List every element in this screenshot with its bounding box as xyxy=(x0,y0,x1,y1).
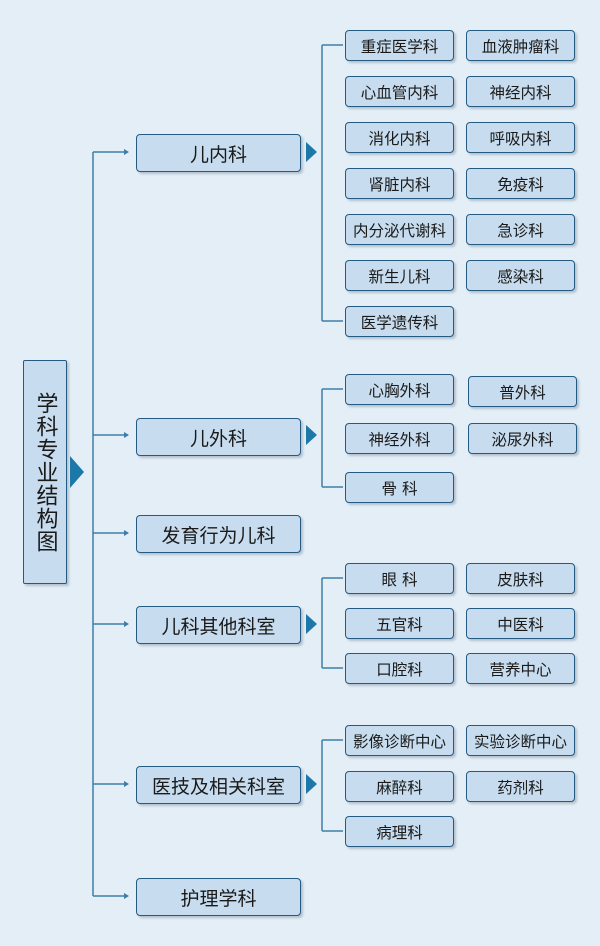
department-box: 血液肿瘤科 xyxy=(466,30,575,61)
department-box: 药剂科 xyxy=(466,771,575,802)
department-box: 皮肤科 xyxy=(466,563,575,594)
department-box: 眼 科 xyxy=(345,563,454,594)
category-nursing: 护理学科 xyxy=(136,878,301,916)
department-box: 急诊科 xyxy=(466,214,575,245)
department-box: 骨 科 xyxy=(345,472,454,503)
department-box: 重症医学科 xyxy=(345,30,454,61)
department-box: 病理科 xyxy=(345,816,454,847)
chart-title-box: 学科专业结构图 xyxy=(23,360,67,584)
department-box: 营养中心 xyxy=(466,653,575,684)
department-box: 中医科 xyxy=(466,608,575,639)
branch-arrow-icon xyxy=(306,614,317,634)
department-box: 普外科 xyxy=(468,376,577,407)
department-box: 感染科 xyxy=(466,260,575,291)
branch-arrow-icon xyxy=(306,142,317,162)
department-box: 心胸外科 xyxy=(345,374,454,405)
department-box: 免疫科 xyxy=(466,168,575,199)
category-pediatric-surgery: 儿外科 xyxy=(136,418,301,456)
department-box: 医学遗传科 xyxy=(345,306,454,337)
department-box: 肾脏内科 xyxy=(345,168,454,199)
department-box: 神经外科 xyxy=(345,423,454,454)
department-box: 麻醉科 xyxy=(345,771,454,802)
department-box: 新生儿科 xyxy=(345,260,454,291)
category-developmental-behavioral-pediatrics: 发育行为儿科 xyxy=(136,515,301,553)
department-box: 呼吸内科 xyxy=(466,122,575,153)
department-box: 口腔科 xyxy=(345,653,454,684)
department-box: 内分泌代谢科 xyxy=(345,214,454,245)
branch-arrow-icon xyxy=(306,774,317,794)
root-arrow-icon xyxy=(70,456,84,488)
category-pediatric-internal-medicine: 儿内科 xyxy=(136,134,301,172)
category-medical-technology: 医技及相关科室 xyxy=(136,766,301,804)
department-box: 实验诊断中心 xyxy=(466,725,575,756)
department-box: 心血管内科 xyxy=(345,76,454,107)
department-box: 影像诊断中心 xyxy=(345,725,454,756)
department-box: 神经内科 xyxy=(466,76,575,107)
department-box: 泌尿外科 xyxy=(468,423,577,454)
category-other-pediatric-departments: 儿科其他科室 xyxy=(136,606,301,644)
department-box: 消化内科 xyxy=(345,122,454,153)
branch-arrow-icon xyxy=(306,425,317,445)
department-box: 五官科 xyxy=(345,608,454,639)
